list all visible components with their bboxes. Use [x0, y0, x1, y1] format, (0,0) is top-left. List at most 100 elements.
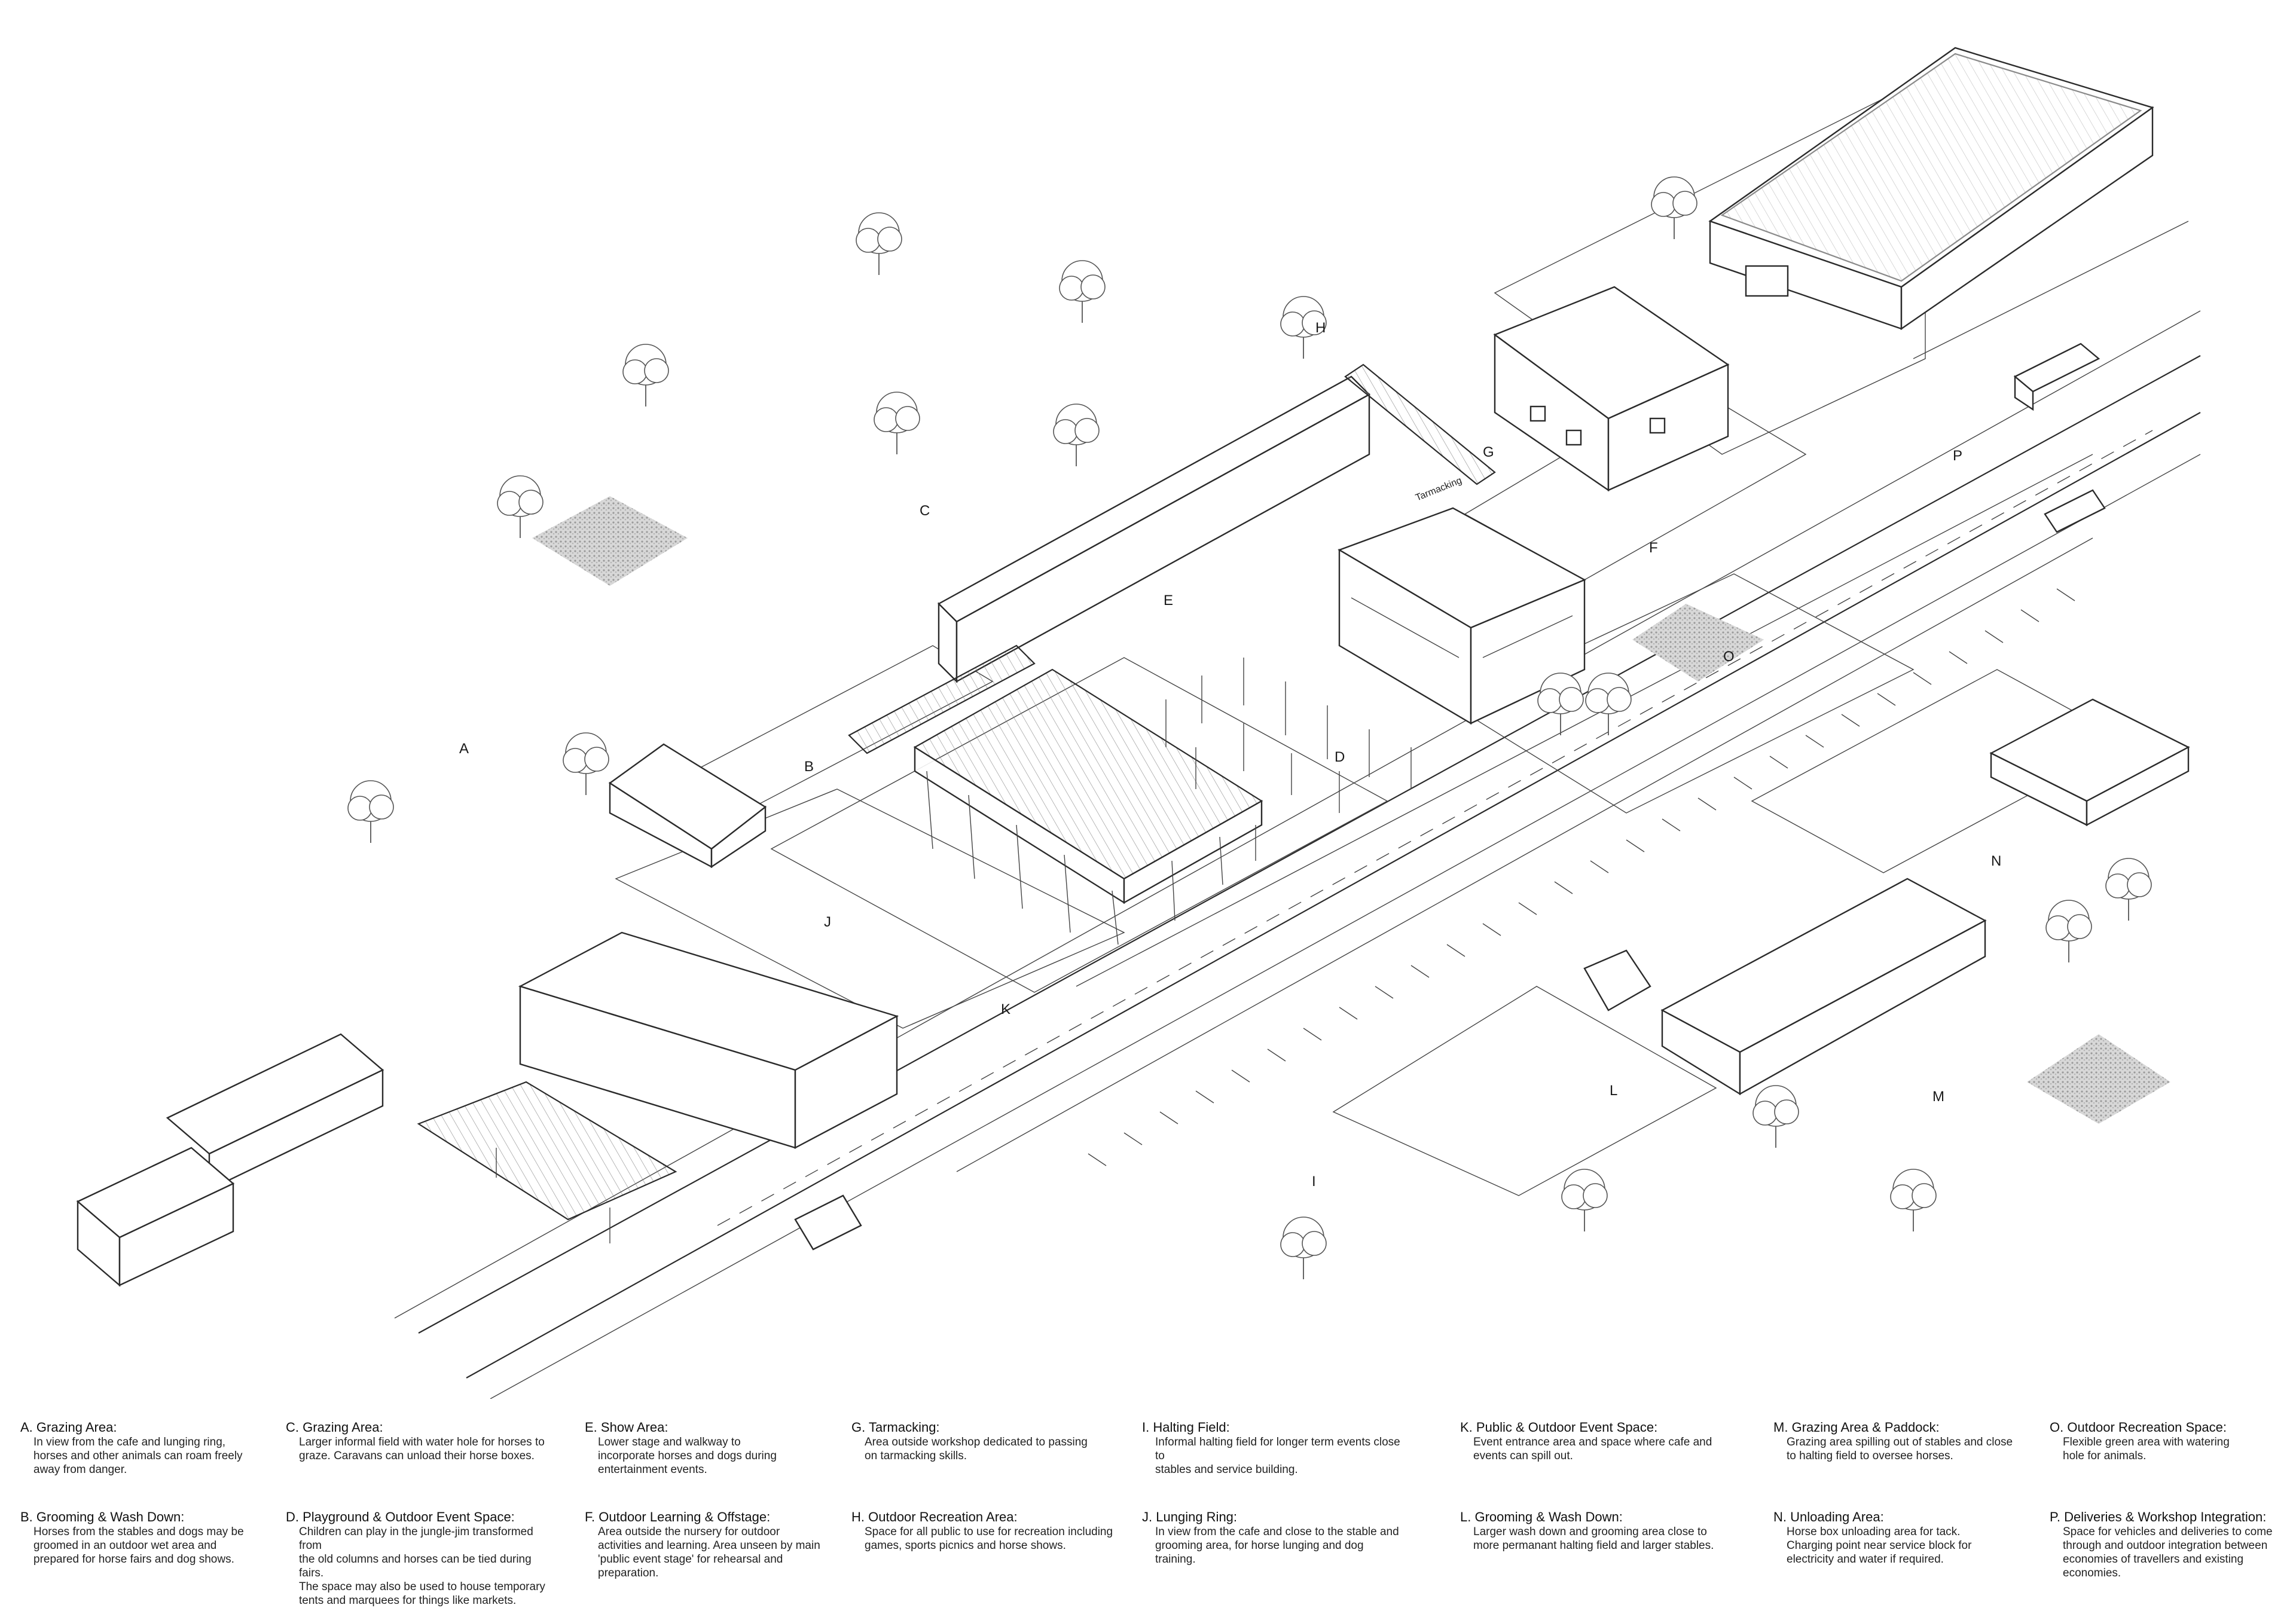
legend-description-line: In view from the cafe and close to the s… — [1155, 1526, 1399, 1538]
legend-description-line: the old columns and horses can be tied d… — [299, 1553, 532, 1579]
zone-label-m: M — [1932, 1089, 1944, 1105]
canopy-pavilion — [913, 668, 1263, 945]
legend-description-line: Flexible green area with watering — [2063, 1436, 2230, 1448]
legend-item-key: C. — [286, 1420, 299, 1435]
left-outbuildings — [76, 1033, 384, 1287]
tarmacking-sign: Tarmacking — [1414, 475, 1463, 503]
legend-item-key: O. — [2050, 1420, 2064, 1435]
legend-item: L. Grooming & Wash Down:Larger wash down… — [1460, 1509, 1723, 1552]
legend-item-key: D. — [286, 1509, 299, 1524]
legend-item-heading: Grazing Area: — [36, 1420, 117, 1435]
grooming-shed — [608, 743, 767, 869]
main-road — [394, 310, 2201, 1399]
legend-description-line: stables and service building. — [1155, 1463, 1298, 1476]
legend-item-title: J. Lunging Ring: — [1142, 1509, 1405, 1525]
legend-description-line: Grazing area spilling out of stables and… — [1787, 1436, 2013, 1448]
legend-description-line: events can spill out. — [1473, 1450, 1573, 1462]
legend-item-description: Children can play in the jungle-jim tran… — [299, 1525, 549, 1607]
zone-label-b: B — [804, 759, 814, 775]
legend-description-line: Larger informal field with water hole fo… — [299, 1436, 545, 1448]
legend-item: I. Halting Field:Informal halting field … — [1142, 1420, 1405, 1477]
legend-description-line: 'public event stage' for rehearsal and — [598, 1553, 783, 1566]
legend-item-heading: Grazing Area: — [303, 1420, 383, 1435]
tarmacking-sign-text: Tarmacking — [1414, 475, 1463, 503]
legend-item-key: E. — [585, 1420, 597, 1435]
legend: A. Grazing Area:In view from the cafe an… — [0, 1420, 2296, 1611]
legend-item: B. Grooming & Wash Down:Horses from the … — [20, 1509, 283, 1566]
legend-description-line: entertainment events. — [598, 1463, 707, 1476]
legend-item-key: N. — [1773, 1509, 1787, 1524]
legend-description-line: Charging point near service block for — [1787, 1539, 1972, 1552]
legend-description-line: activities and learning. Area unseen by … — [598, 1539, 820, 1552]
legend-item-key: K. — [1460, 1420, 1473, 1435]
legend-item-key: F. — [585, 1509, 596, 1524]
legend-item: N. Unloading Area: Horse box unloading ar… — [1773, 1509, 2037, 1566]
legend-description-line: hole for animals. — [2063, 1450, 2147, 1462]
grass-patch — [2027, 1034, 2170, 1124]
legend-item: F. Outdoor Learning & Offstage:Area outs… — [585, 1509, 848, 1580]
legend-item-key: G. — [851, 1420, 866, 1435]
legend-item: G. Tarmacking:Area outside workshop dedi… — [851, 1420, 1115, 1463]
legend-item-heading: Tarmacking: — [868, 1420, 940, 1435]
zone-label-g: G — [1483, 444, 1494, 460]
legend-description-line: preparation. — [598, 1567, 659, 1579]
legend-item-heading: Grooming & Wash Down: — [1474, 1509, 1623, 1524]
legend-description-line: games, sports picnics and horse shows. — [865, 1539, 1066, 1552]
isometric-site-drawing: Tarmacking — [76, 47, 2201, 1399]
legend-item-description: Space for vehicles and deliveries to com… — [2063, 1525, 2296, 1580]
legend-description-line: to halting field to oversee horses. — [1787, 1450, 1953, 1462]
legend-item: D. Playground & Outdoor Event Space:Chil… — [286, 1509, 549, 1607]
legend-item-title: B. Grooming & Wash Down: — [20, 1509, 283, 1525]
legend-description-line: The space may also be used to house temp… — [299, 1581, 545, 1593]
legend-description-line: on tarmacking skills. — [865, 1450, 967, 1462]
legend-description-line: Area outside the nursery for outdoor — [598, 1526, 780, 1538]
right-small-building — [1989, 698, 2190, 826]
legend-description-line: grooming area, for horse lunging and dog… — [1155, 1539, 1364, 1566]
legend-description-line: economies of travellers and existing — [2063, 1553, 2244, 1566]
legend-item-heading: Halting Field: — [1153, 1420, 1230, 1435]
zone-label-h: H — [1315, 320, 1326, 336]
legend-item-description: Event entrance area and space where cafe… — [1473, 1435, 1723, 1463]
zone-label-f: F — [1649, 540, 1658, 556]
legend-item: A. Grazing Area:In view from the cafe an… — [20, 1420, 283, 1477]
legend-item-key: M. — [1773, 1420, 1788, 1435]
legend-description-line: Horse box unloading area for tack. — [1787, 1526, 1961, 1538]
delivery-trucks — [794, 343, 2106, 1251]
legend-item-heading: Outdoor Learning & Offstage: — [599, 1509, 771, 1524]
legend-description-line: through and outdoor integration between — [2063, 1539, 2268, 1552]
legend-description-line: prepared for horse fairs and dog shows. — [33, 1553, 234, 1566]
legend-item-description: Flexible green area with watering hole fo… — [2063, 1435, 2296, 1463]
zone-label-k: K — [1001, 1001, 1010, 1017]
zone-label-j: J — [824, 914, 831, 930]
legend-item-heading: Grazing Area & Paddock: — [1791, 1420, 1940, 1435]
legend-item-key: H. — [851, 1509, 865, 1524]
legend-description-line: Area outside workshop dedicated to passi… — [865, 1436, 1088, 1448]
legend-item-heading: Playground & Outdoor Event Space: — [303, 1509, 515, 1524]
legend-item-title: C. Grazing Area: — [286, 1420, 549, 1435]
legend-item-key: J. — [1142, 1509, 1153, 1524]
zone-label-c: C — [920, 503, 930, 519]
service-stables — [1660, 878, 1987, 1096]
legend-item-title: I. Halting Field: — [1142, 1420, 1405, 1435]
legend-description-line: horses and other animals can roam freely — [33, 1450, 243, 1462]
zone-label-d: D — [1335, 749, 1345, 765]
legend-item-key: P. — [2050, 1509, 2060, 1524]
legend-item-title: M. Grazing Area & Paddock: — [1773, 1420, 2037, 1435]
legend-description-line: Larger wash down and grooming area close… — [1473, 1526, 1707, 1538]
legend-item: O. Outdoor Recreation Space:Flexible gre… — [2050, 1420, 2296, 1463]
warehouse-parking — [1913, 221, 2189, 359]
legend-item-title: P. Deliveries & Workshop Integration: — [2050, 1509, 2296, 1525]
legend-item: H. Outdoor Recreation Area:Space for all… — [851, 1509, 1115, 1552]
legend-item-title: G. Tarmacking: — [851, 1420, 1115, 1435]
legend-description-line: Space for vehicles and deliveries to com… — [2063, 1526, 2273, 1538]
zone-letters: A B C D E F G H I J K L M N O P — [459, 320, 2001, 1190]
legend-description-line: tents and marquees for things like marke… — [299, 1594, 517, 1607]
grass-patch — [532, 496, 688, 586]
legend-item-description: In view from the cafe and close to the s… — [1155, 1525, 1405, 1566]
zone-label-e: E — [1164, 592, 1173, 609]
legend-description-line: electricity and water if required. — [1787, 1553, 1944, 1566]
legend-item-heading: Unloading Area: — [1790, 1509, 1884, 1524]
